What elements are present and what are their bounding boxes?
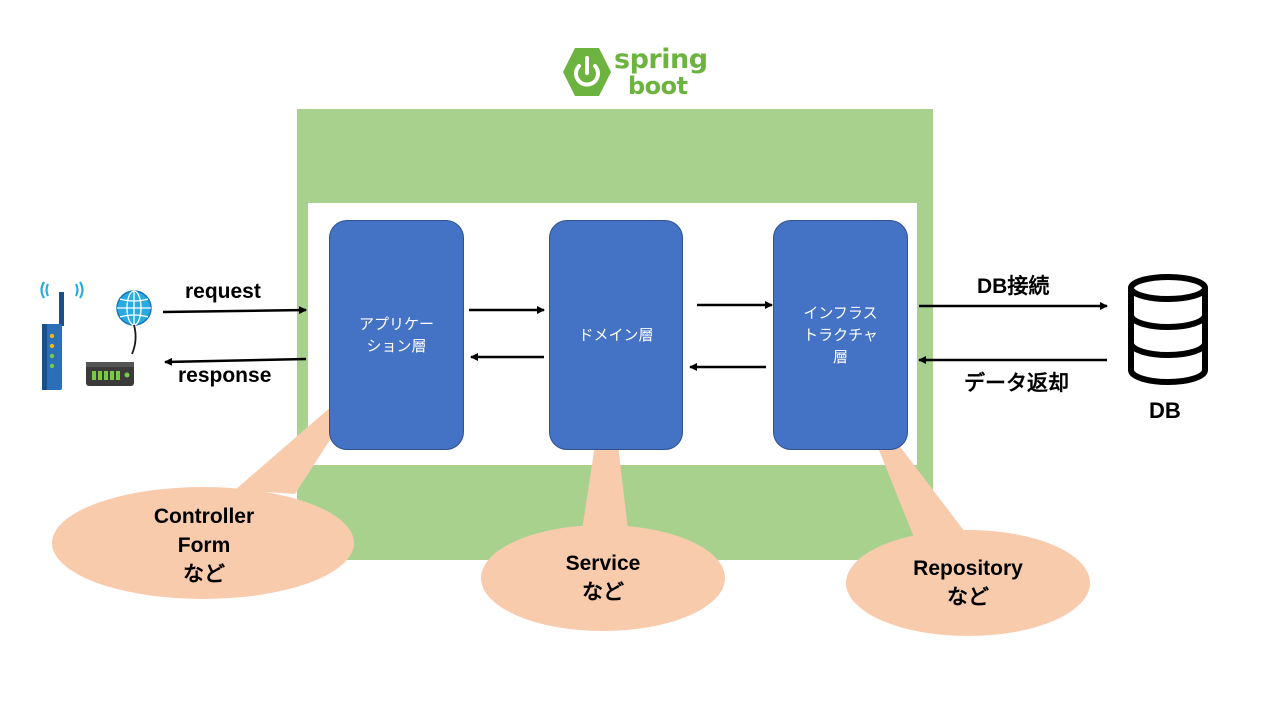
response-label: response [178, 364, 272, 387]
globe-icon [116, 290, 152, 355]
router-icon [40, 281, 84, 390]
client-device-group [40, 281, 152, 390]
spring-boot-logo: spring boot [562, 44, 712, 100]
logo-text-boot: boot [628, 72, 688, 100]
callout-application-text: Controller Form など [153, 505, 255, 586]
request-label: request [185, 280, 261, 303]
spring-power-icon [563, 48, 611, 96]
database-icon [1128, 274, 1208, 385]
callout-domain-text: Service など [565, 552, 641, 604]
callout-infrastructure-text: Repository など [913, 557, 1023, 609]
infrastructure-layer-box: インフラス トラクチャ 層 [773, 220, 908, 450]
modem-icon [86, 362, 134, 386]
application-layer-box: アプリケー ション層 [329, 220, 464, 450]
response-arrow [164, 357, 307, 366]
domain-layer-box: ドメイン層 [549, 220, 683, 450]
db-label: DB [1149, 398, 1181, 423]
data-return-label: データ返却 [964, 372, 1069, 395]
logo-text-spring: spring [614, 44, 708, 75]
request-arrow [162, 306, 307, 315]
db-connect-label: DB接続 [977, 275, 1050, 298]
